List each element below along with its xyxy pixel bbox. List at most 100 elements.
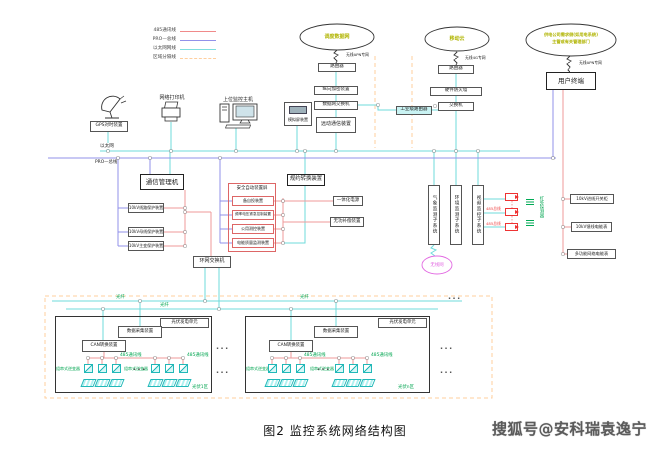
inverter-icon <box>84 364 93 373</box>
inverter-icon <box>268 364 277 373</box>
box-switch-2: 交换机 <box>438 102 474 111</box>
legend-label-485: 485通讯线 <box>153 28 176 33</box>
fiber-label-2: 光纤 <box>160 303 169 308</box>
ir-detector-label: 红外探测器 <box>539 196 544 218</box>
watermark: 搜狐号@安科瑞袁逸宁 <box>492 420 648 438</box>
zone-separators <box>44 56 493 399</box>
box-weather-subsystem: 气象监测子系统 <box>428 185 440 245</box>
cloud-shapes <box>299 23 617 275</box>
link-label-apn-1: 无线APN专网 <box>346 52 369 57</box>
junction-nodes <box>86 103 565 360</box>
legend-line-zone <box>180 58 216 59</box>
camera-icon <box>505 193 519 201</box>
printer-label: 网络打印机 <box>159 95 185 101</box>
pv2-inverter-label-2: 组串式逆变器 <box>310 366 334 371</box>
box-reactive-comp: 无功补偿装置 <box>330 217 364 227</box>
legend-label-ethernet: 以太网网线 <box>153 46 176 51</box>
inverter-icon <box>363 364 372 373</box>
box-net-switch: 数据网交换机 <box>314 101 358 110</box>
ethernet-bus-label: 以太网 <box>100 143 114 149</box>
bus485-label-a: 485总线 <box>486 206 501 211</box>
fiber-label-1: 光纤 <box>116 295 125 300</box>
legend-line-485 <box>180 31 216 32</box>
box-protection-3: 10kV主变保护装置 <box>128 241 164 251</box>
inverter-icon <box>349 364 358 373</box>
box-freq-volt-control: 频率电压紧急控制装置 <box>232 210 274 220</box>
inverter-icon <box>165 364 174 373</box>
pv1-zone-label: 光伏1区 <box>192 385 208 390</box>
box-firewall: 硬件防火墙 <box>430 87 482 96</box>
wireless-links <box>333 49 572 73</box>
box-protection-1: 10kV线路保护装置 <box>128 203 164 213</box>
box-video-subsystem: 视频监控子系统 <box>472 185 484 245</box>
box-industrial-router: 工业级路由器 <box>396 106 432 115</box>
box-comm-manager: 通信管理机 <box>140 174 184 190</box>
cloud-wireless-label: 无线网 <box>430 263 444 268</box>
box-router-1: 路由器 <box>318 63 356 72</box>
inverter-icon <box>151 364 160 373</box>
legend-line-pro <box>180 40 216 41</box>
pro-bus-lines <box>48 90 556 247</box>
pv-unit-1 <box>55 316 212 393</box>
box-encrypt-device: 纵向加密装置 <box>314 86 358 95</box>
ellipsis: ··· <box>317 365 331 374</box>
box-power-quality: 电能质量监测装置 <box>232 238 274 248</box>
box-protection-2: 10kV母线保护装置 <box>128 227 164 237</box>
fiber-label-3: 光纤 <box>300 295 309 300</box>
box-environment-subsystem: 环境监测子系统 <box>450 185 462 245</box>
box-meter-2: 10kV馈线电能表 <box>571 222 612 232</box>
legend-line-ethernet <box>180 49 216 50</box>
pv1-inverter-label-1: 组串式逆变器 <box>56 366 80 371</box>
box-gps-clock: GPS对时装置 <box>90 121 128 132</box>
box-mimic-panel: 模拟屏装置 <box>284 102 312 126</box>
figure-caption: 图2 监控系统网络结构图 <box>263 424 407 438</box>
pv2-bus-label-2: 485通讯线 <box>371 353 393 358</box>
ellipsis: ··· <box>448 294 462 303</box>
box-common-measure: 公用测控装置 <box>232 224 274 234</box>
camera-icon <box>505 223 519 231</box>
pv1-inverter-label-2: 组串式逆变器 <box>124 366 148 371</box>
box-meter-1: 10kV进线开关柜 <box>570 194 614 204</box>
box-telecontrol: 远动通信装置 <box>316 117 356 133</box>
satellite-dish-icon <box>101 95 127 119</box>
ellipsis: ··· <box>440 344 454 353</box>
pv2-zone-label: 光伏n区 <box>398 385 414 390</box>
safety-panel-container <box>228 183 276 252</box>
bus485-label-b: 485总线 <box>486 221 501 226</box>
box-ring-switch: 环网交换机 <box>193 256 231 268</box>
cloud-utility-label-1: 供电公司需求侧(如用电系统) <box>543 32 599 37</box>
ir-dash-icon <box>526 220 534 221</box>
host-label: 上位监控主机 <box>222 97 253 103</box>
monitor-icon <box>219 103 258 129</box>
pv1-can-box: CAN转换装置 <box>82 340 126 352</box>
cloud-dispatch-label: 调度数据网 <box>324 34 350 40</box>
pv-unit-2 <box>245 316 430 393</box>
box-integrated-power: 一体化电源 <box>333 196 363 206</box>
box-protocol-converter: 规约转换装置 <box>287 174 325 186</box>
box-router-2: 路由器 <box>438 65 474 74</box>
ir-dash-icon <box>526 199 534 200</box>
legend-label-pro: PRO—总线 <box>152 37 176 42</box>
pv1-collector: 数据采集装置 <box>118 326 162 338</box>
cloud-mobile-label: 移动云 <box>449 36 465 42</box>
inverter-icon <box>335 364 344 373</box>
inverter-icon <box>296 364 305 373</box>
pv1-bus-label-2: 485通讯线 <box>187 353 209 358</box>
pv2-inverter-label-1: 组串式逆变器 <box>246 366 270 371</box>
box-meter-3: 多功能网络电能表 <box>567 249 616 259</box>
pv1-bus-label-1: 485通讯线 <box>120 353 142 358</box>
cloud-utility-label-2: 主管或有关管理部门 <box>552 39 590 44</box>
pv2-title: 光伏发电单元 <box>378 318 427 328</box>
mimic-screen <box>289 106 307 114</box>
ellipsis: ··· <box>133 365 147 374</box>
safety-panel-title: 安全自动装置屏 <box>236 186 268 191</box>
ellipsis: ··· <box>440 368 454 377</box>
inverter-icon <box>112 364 121 373</box>
box-auto-transfer: 备自投装置 <box>232 196 274 206</box>
inverter-icon <box>98 364 107 373</box>
link-label-apn-2: 无线APN专网 <box>579 60 602 65</box>
pv2-can-box: CAN转换装置 <box>269 340 313 352</box>
pv1-title: 光伏发电单元 <box>160 318 209 328</box>
box-user-terminal: 用户终端 <box>546 72 596 90</box>
